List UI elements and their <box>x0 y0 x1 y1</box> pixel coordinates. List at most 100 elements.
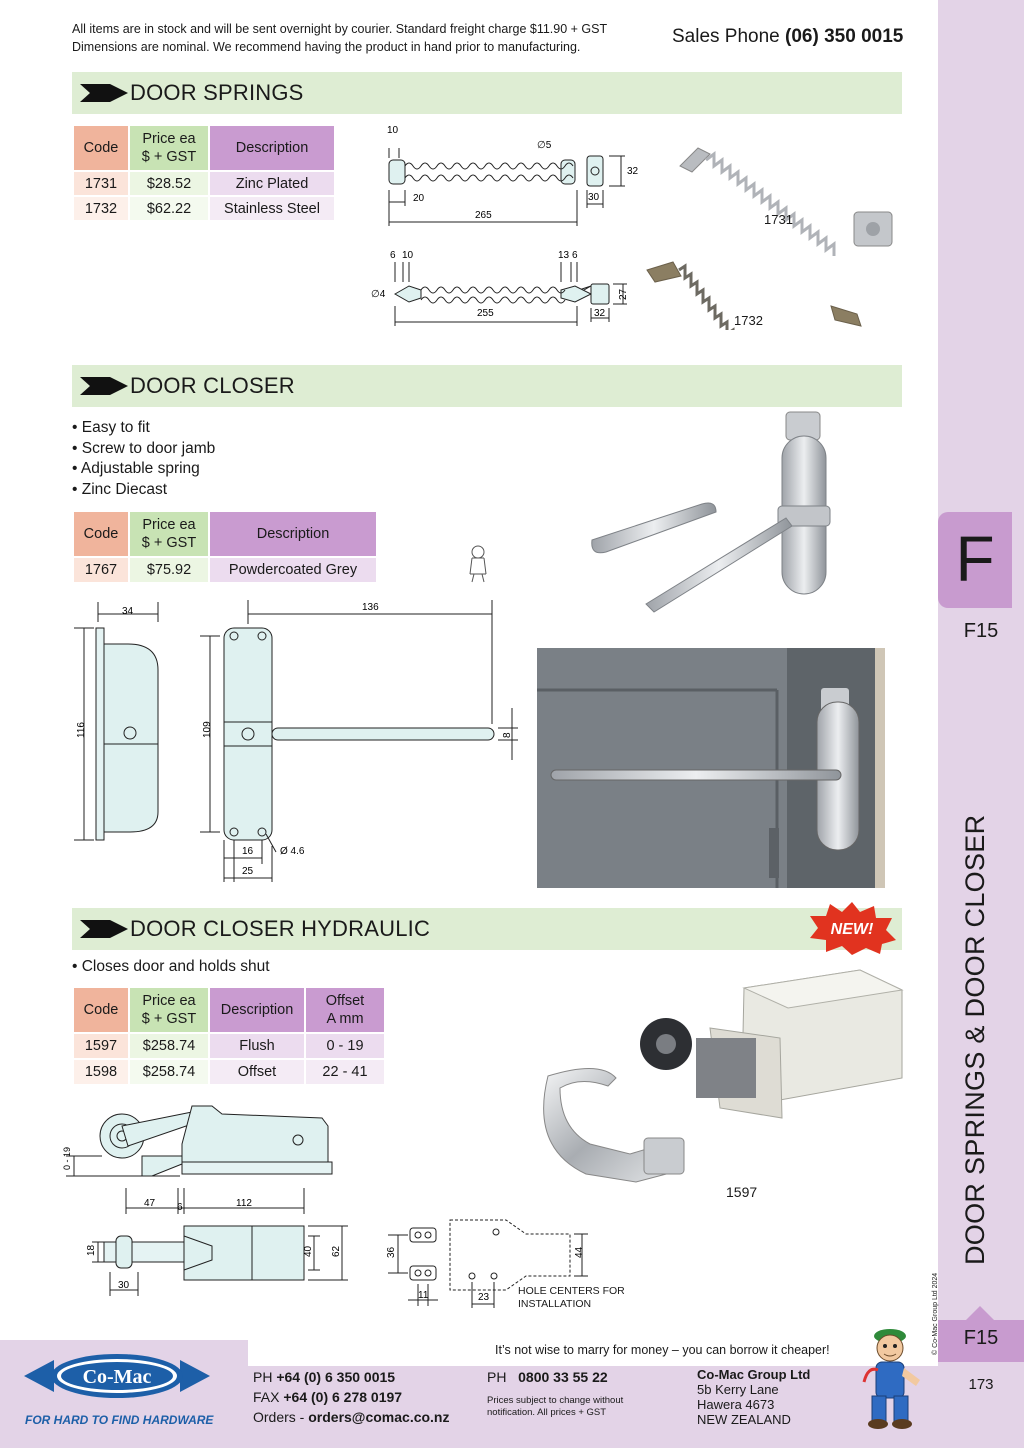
arrow-icon <box>80 920 128 938</box>
header-price: Price ea$ + GST <box>128 124 210 172</box>
spring-1731-photo <box>679 147 893 256</box>
dim-label: 32 <box>627 166 639 177</box>
list-item: • Closes door and holds shut <box>72 958 270 975</box>
section-tab-f[interactable]: F <box>938 512 1012 608</box>
page-code-top: F15 <box>963 620 999 642</box>
fax-label: FAX <box>253 1389 280 1405</box>
dim-label: 32 <box>594 308 606 319</box>
notice-line-2: Dimensions are nominal. We recommend hav… <box>72 40 581 54</box>
address-line: 5b Kerry Lane <box>697 1382 779 1397</box>
orders-label: Orders - <box>253 1409 305 1425</box>
arrow-icon <box>80 84 128 102</box>
spring-1731-diagram: 10 ∅5 20 265 30 32 <box>387 125 639 226</box>
header-code: Code <box>72 124 130 172</box>
photo-label-1597: 1597 <box>726 1184 758 1200</box>
mascot-mechanic-icon <box>862 1329 920 1429</box>
dim-label: 40 <box>303 1245 314 1257</box>
page-code-bottom: F15 <box>963 1327 999 1349</box>
cell-price: $75.92 <box>128 556 210 584</box>
dim-label: 109 <box>202 721 213 738</box>
list-item: • Zinc Diecast <box>72 480 168 498</box>
price-table-closer: Code Price ea$ + GST Description 1767 $7… <box>72 510 378 584</box>
stock-notice: All items are in stock and will be sent … <box>72 20 607 56</box>
section-title: DOOR CLOSER HYDRAULIC <box>130 916 431 941</box>
table-row: 1732 $62.22 Stainless Steel <box>72 195 336 222</box>
cell-description: Powdercoated Grey <box>208 556 378 584</box>
header-price: Price ea$ + GST <box>128 510 210 558</box>
cell-code: 1732 <box>72 195 130 222</box>
dim-label: 255 <box>477 308 494 319</box>
section-title: DOOR CLOSER <box>130 373 295 398</box>
header-description: Description <box>208 124 336 172</box>
hole-centers-note: HOLE CENTERS FOR INSTALLATION <box>518 1285 625 1311</box>
disclaimer-line: notification. All prices + GST <box>487 1407 607 1418</box>
dim-label: 112 <box>236 1198 252 1209</box>
dim-label: 23 <box>478 1292 490 1303</box>
phone-label: PH <box>253 1369 273 1385</box>
cell-offset: 0 - 19 <box>304 1032 386 1060</box>
list-item: • Adjustable spring <box>72 460 200 477</box>
note-line: HOLE CENTERS FOR <box>518 1285 625 1297</box>
dim-label: 265 <box>475 210 492 221</box>
cell-price: $258.74 <box>128 1058 210 1086</box>
freephone-number[interactable]: 0800 33 55 22 <box>518 1369 608 1385</box>
dim-label: 18 <box>86 1244 97 1256</box>
disclaimer-line: Prices subject to change without <box>487 1395 624 1406</box>
cell-description: Flush <box>208 1032 306 1060</box>
dim-label: 16 <box>242 846 254 857</box>
sales-phone-label: Sales Phone <box>672 26 780 47</box>
dim-label: 27 <box>618 288 629 300</box>
dim-label: 6 <box>177 1202 183 1213</box>
dim-label: 34 <box>122 606 134 617</box>
hole-centers-diagram: 36 11 23 44 <box>386 1219 588 1308</box>
cell-description: Stainless Steel <box>208 195 336 222</box>
spring-1732-diagram: 6 10 13 6 ∅4 255 27 32 <box>371 250 629 326</box>
contact-block: PH +64 (0) 6 350 0015 FAX +64 (0) 6 278 … <box>253 1367 450 1427</box>
header-code: Code <box>72 986 130 1034</box>
dim-label: 136 <box>362 602 379 613</box>
sales-phone-number[interactable]: (06) 350 0015 <box>785 26 904 47</box>
dim-label: 13 <box>558 250 570 261</box>
dim-label: 62 <box>331 1245 342 1257</box>
door-closer-photo <box>591 411 831 613</box>
freephone-block: PH 0800 33 55 22 Prices subject to chang… <box>487 1367 623 1419</box>
phone-number[interactable]: +64 (0) 6 350 0015 <box>276 1369 396 1385</box>
comac-logo-icon: Co-Mac <box>24 1354 210 1398</box>
new-badge-icon: NEW! <box>810 902 896 955</box>
header-description: Description <box>208 510 378 558</box>
cell-code: 1598 <box>72 1058 130 1086</box>
dim-label: 8 <box>502 732 513 738</box>
orders-email-link[interactable]: orders@comac.co.nz <box>308 1409 450 1425</box>
dim-label: 6 <box>390 250 396 261</box>
dim-label: ∅4 <box>371 289 386 300</box>
door-closer-installed-photo <box>537 648 885 888</box>
dim-label: 25 <box>242 866 254 877</box>
dim-label: 116 <box>76 722 87 738</box>
dim-label: 20 <box>413 193 425 204</box>
cell-code: 1731 <box>72 170 130 197</box>
dim-label: 44 <box>574 1246 585 1258</box>
vertical-section-title: DOOR SPRINGS & DOOR CLOSER <box>960 814 990 1265</box>
cell-code: 1597 <box>72 1032 130 1060</box>
address-line: NEW ZEALAND <box>697 1412 791 1427</box>
dim-label: 30 <box>118 1280 130 1291</box>
section-tab-letter: F <box>955 523 995 595</box>
fax-number[interactable]: +64 (0) 6 278 0197 <box>283 1389 403 1405</box>
cell-description: Offset <box>208 1058 306 1086</box>
door-closer-diagram: 34 116 136 109 8 16 25 Ø 4.6 <box>74 600 518 882</box>
company-name: Co-Mac Group Ltd <box>697 1367 811 1382</box>
cell-offset: 22 - 41 <box>304 1058 386 1086</box>
section-header-hydraulic: DOOR CLOSER HYDRAULIC <box>72 908 902 950</box>
mascot-sketch-icon <box>469 545 487 583</box>
sales-phone: Sales Phone (06) 350 0015 <box>672 26 903 48</box>
section-header-door-springs: DOOR SPRINGS <box>72 72 902 114</box>
dim-label: 30 <box>588 192 600 203</box>
logo-tagline: FOR HARD TO FIND HARDWARE <box>25 1413 214 1427</box>
spring-1732-photo <box>646 261 862 330</box>
table-row: 1731 $28.52 Zinc Plated <box>72 170 336 197</box>
dim-label: 47 <box>144 1198 156 1209</box>
address-block: Co-Mac Group Ltd 5b Kerry Lane Hawera 46… <box>697 1367 810 1427</box>
list-item: • Screw to door jamb <box>72 439 216 457</box>
